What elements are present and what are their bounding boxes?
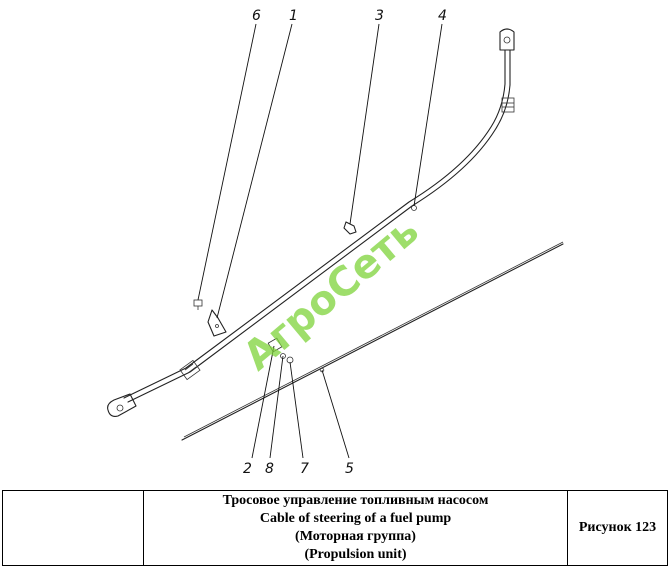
rod-part: [181, 241, 564, 441]
caption-english: Cable of steering of a fuel pump: [259, 511, 452, 526]
title-block-empty-cell: [3, 491, 144, 565]
bracket-part: [207, 309, 227, 337]
figure-label: Рисунок 123: [578, 520, 657, 535]
group-english: (Propulsion unit): [304, 547, 407, 562]
assembly-drawing: 6 1 3 4 2 8 7 5 АгроСеть: [107, 8, 564, 477]
caption-russian: Тросовое управление топливным насосом: [222, 493, 489, 508]
callout-3: 3: [375, 8, 384, 24]
callout-6: 6: [252, 8, 261, 24]
watermark-logo: АгроСеть: [235, 208, 428, 380]
clamp-part: [343, 221, 357, 235]
title-block-caption: Тросовое управление топливным насосом Ca…: [144, 491, 568, 565]
bolt-part: [193, 299, 203, 310]
callout-4: 4: [438, 8, 447, 24]
cable-assembly: [107, 28, 515, 417]
callout-8: 8: [265, 461, 274, 477]
leader-lines: [197, 23, 443, 459]
group-russian: (Моторная группа): [295, 529, 416, 544]
title-block: Тросовое управление топливным насосом Ca…: [2, 490, 668, 566]
callout-2: 2: [243, 461, 252, 477]
callout-1: 1: [289, 8, 298, 24]
callout-7: 7: [300, 461, 309, 477]
callout-5: 5: [345, 461, 354, 477]
